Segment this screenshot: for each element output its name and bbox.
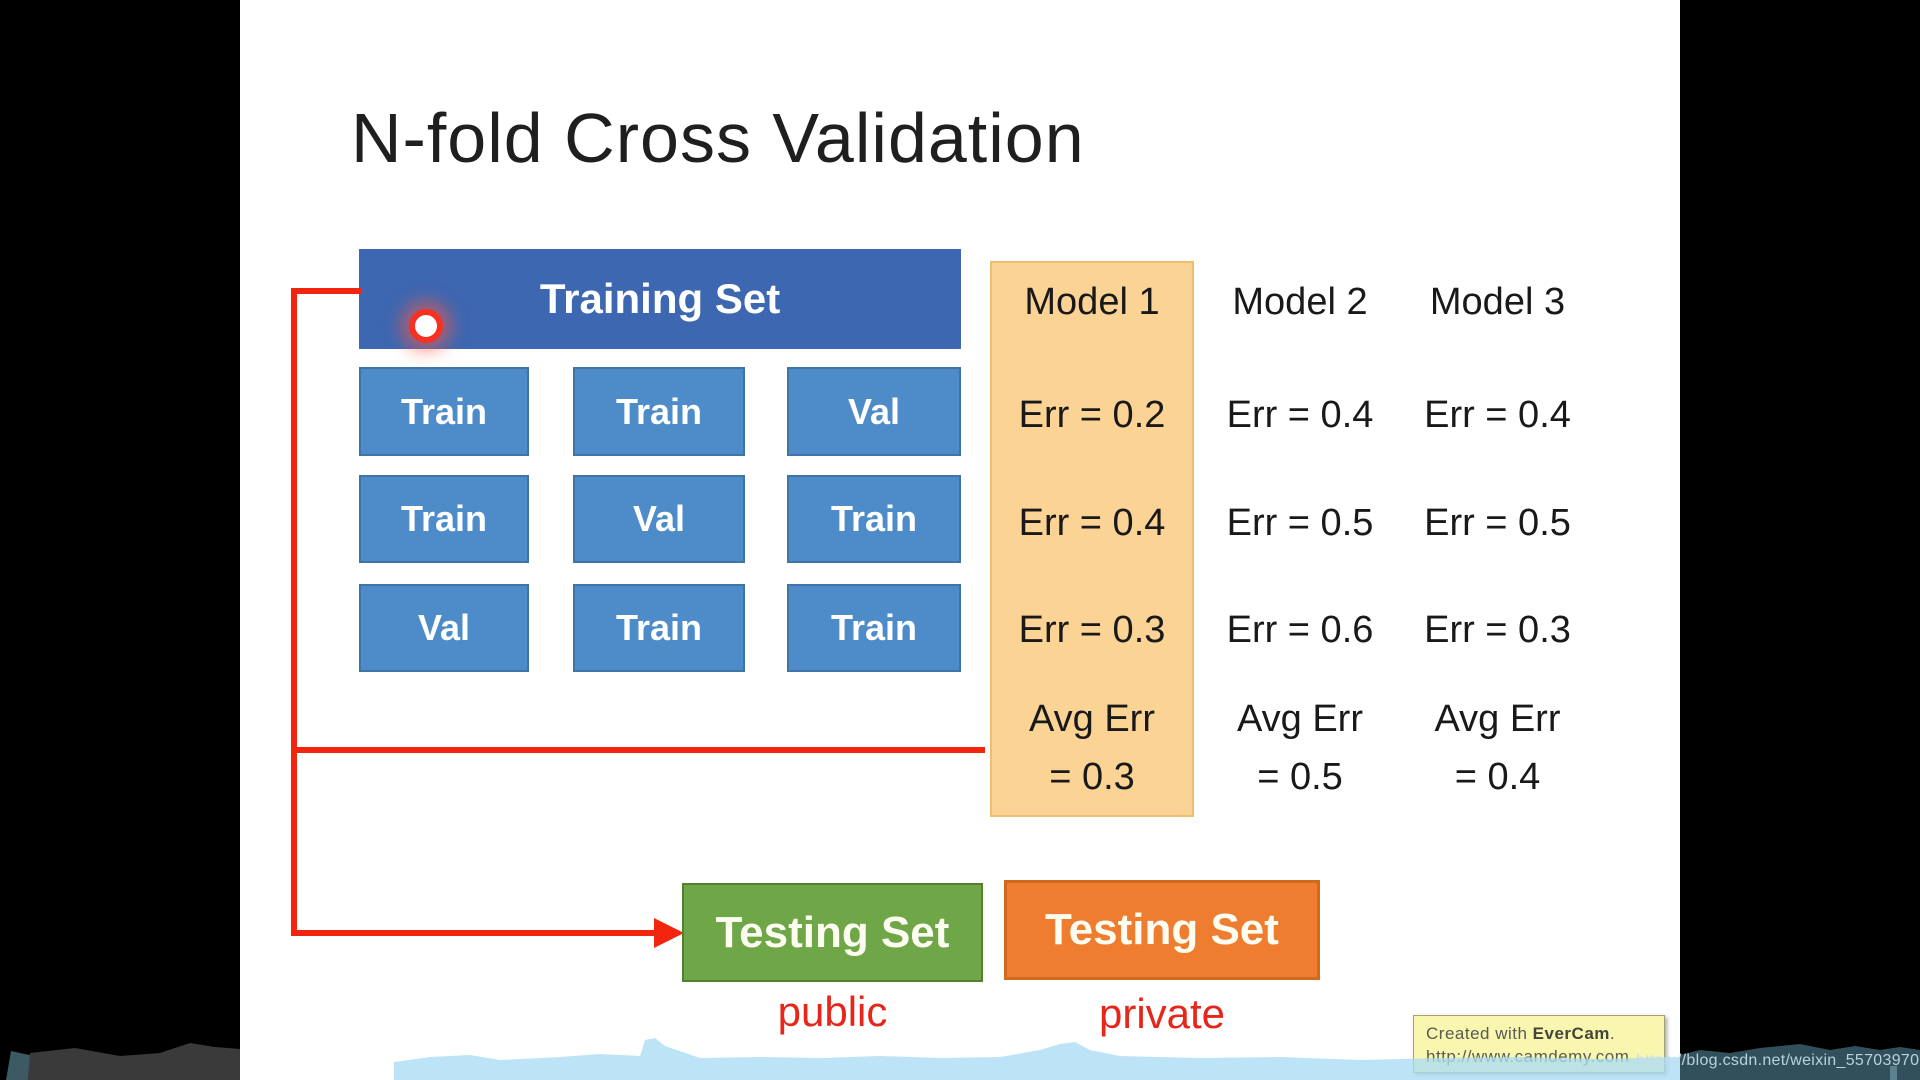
evercam-suffix: . xyxy=(1609,1024,1616,1043)
training-set-label: Training Set xyxy=(539,275,781,322)
model2-header: Model 2 xyxy=(1232,281,1368,323)
model2-avg-label: Avg Err xyxy=(1236,698,1363,740)
fold-cell-r2c2: Val xyxy=(573,475,745,563)
model3-err-fold2: Err = 0.5 xyxy=(1424,502,1571,544)
testing-set-private-label: Testing Set xyxy=(1045,905,1279,954)
fold-cell-r3c3: Train xyxy=(787,584,961,672)
model1-err-fold2: Err = 0.4 xyxy=(1018,502,1166,544)
letterbox-left xyxy=(0,0,240,1080)
fold-cell-r2c3: Train xyxy=(787,475,961,563)
testing-set-private-box: Testing Set xyxy=(1004,880,1320,980)
fold-cell-r1c2: Train xyxy=(573,367,745,456)
model3-column: Model 3 Err = 0.4 Err = 0.5 Err = 0.3 Av… xyxy=(1395,0,1600,840)
laser-pointer-dot xyxy=(409,309,443,343)
model3-err-fold3: Err = 0.3 xyxy=(1424,609,1571,651)
model1-avg-label: Avg Err xyxy=(1028,698,1155,740)
testing-set-public-box: Testing Set xyxy=(682,883,983,982)
model1-header: Model 1 xyxy=(1024,281,1160,323)
model1-highlight-panel xyxy=(990,261,1194,817)
model2-err-fold2: Err = 0.5 xyxy=(1226,502,1374,544)
evercam-watermark: Created with EverCam. http://www.camdemy… xyxy=(1413,1015,1665,1073)
model1-column: Model 1 Err = 0.2 Err = 0.4 Err = 0.3 Av… xyxy=(990,0,1194,840)
fold-cell-r1c3: Val xyxy=(787,367,961,456)
arrowhead-icon xyxy=(654,918,684,948)
training-set-box: Training Set xyxy=(359,249,961,349)
fold-cell-r2c1: Train xyxy=(359,475,529,563)
model3-header: Model 3 xyxy=(1429,281,1566,323)
fold-cell-r3c2: Train xyxy=(573,584,745,672)
private-caption: private xyxy=(1098,990,1226,1037)
evercam-brand: EverCam xyxy=(1532,1024,1610,1043)
evercam-url: http://www.camdemy.com xyxy=(1426,1046,1630,1066)
fold-cell-r1c1: Train xyxy=(359,367,529,456)
testing-set-public-label: Testing Set xyxy=(715,907,950,957)
model1-avg-value: = 0.3 xyxy=(1049,756,1135,798)
slide-title: N-fold Cross Validation xyxy=(351,99,1085,177)
csdn-watermark: https://blog.csdn.net/weixin_55703970 xyxy=(1636,1052,1920,1069)
model2-err-fold1: Err = 0.4 xyxy=(1226,394,1374,436)
fold-cell-r3c1: Val xyxy=(359,584,529,672)
model2-err-fold3: Err = 0.6 xyxy=(1226,609,1374,651)
evercam-prefix: Created with xyxy=(1426,1024,1533,1043)
model1-err-fold1: Err = 0.2 xyxy=(1018,394,1166,436)
model1-err-fold3: Err = 0.3 xyxy=(1018,609,1166,651)
letterbox-right xyxy=(1680,0,1920,1080)
public-caption: public xyxy=(777,988,888,1035)
model3-avg-label: Avg Err xyxy=(1434,698,1561,740)
model2-column: Model 2 Err = 0.4 Err = 0.5 Err = 0.6 Av… xyxy=(1198,0,1402,840)
model2-avg-value: = 0.5 xyxy=(1257,756,1343,798)
model3-avg-value: = 0.4 xyxy=(1454,756,1541,798)
model3-err-fold1: Err = 0.4 xyxy=(1424,394,1571,436)
